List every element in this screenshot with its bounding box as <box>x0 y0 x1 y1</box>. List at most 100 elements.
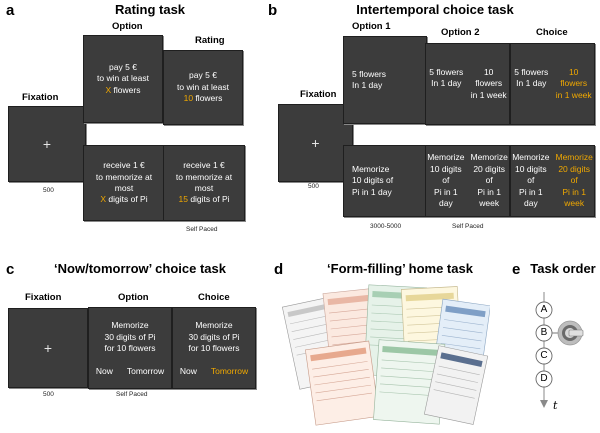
step-d-label: D <box>540 373 548 384</box>
fixation-cross: + <box>311 134 320 151</box>
tomorrow-chosen: Tomorrow <box>210 366 249 377</box>
screen-text: Memorize <box>470 152 508 163</box>
panel-a-option-screen-top: pay 5 € to win at least X flowers <box>83 35 163 123</box>
panel-b-fixation-label: Fixation <box>300 89 337 100</box>
panel-a-option-label: Option <box>112 21 143 32</box>
panel-a-time-rating: Self Paced <box>186 226 218 233</box>
screen-text: 10 digits of <box>515 163 547 186</box>
screen-text: Pi in 1 day <box>519 186 543 209</box>
screen-text: Pi in 1 day <box>434 186 458 209</box>
chosen-text: Memorize <box>555 152 593 163</box>
step-d-node <box>535 370 553 388</box>
now-option: Now <box>95 366 113 377</box>
screen-text: for 10 flowers <box>188 343 240 353</box>
step-c-label: C <box>540 350 548 361</box>
screen-text: Memorize <box>111 320 149 331</box>
screen-text: in 1 week <box>470 89 507 100</box>
screen-text: to win at least <box>177 81 229 92</box>
panel-a-fixation-screen: + <box>8 106 86 182</box>
panel-c-fixation-label: Fixation <box>25 292 62 303</box>
panel-b-option1-screen-bottom: Memorize 10 digits of Pi in 1 day <box>343 145 427 217</box>
chosen-text: 20 digits of <box>558 163 590 186</box>
screen-text: flowers <box>195 93 223 104</box>
highlight-value: X <box>100 194 107 205</box>
panel-b-choice-label: Choice <box>536 27 568 38</box>
screen-text: In 1 day <box>352 80 383 90</box>
panel-e-title: Task order <box>530 261 596 276</box>
chosen-text: in 1 week <box>555 89 592 100</box>
panel-c-title: ‘Now/tomorrow’ choice task <box>54 261 226 276</box>
screen-text: Memorize <box>352 163 390 174</box>
panel-c-fixation-screen: + <box>8 308 88 388</box>
panel-a-rating-screen-bottom: receive 1 € to memorize at most 15 digit… <box>163 145 245 221</box>
panel-a-title: Rating task <box>114 2 186 17</box>
panel-c-time-fixation: 500 <box>43 391 54 398</box>
screen-text: 5 flowers <box>352 68 387 79</box>
screen-text: 5 flowers <box>514 66 549 77</box>
timeline-arrow-icon <box>540 400 548 408</box>
screen-text: pay 5 € <box>189 70 217 81</box>
screen-text: Memorize <box>195 320 233 331</box>
step-a-label: A <box>540 304 548 315</box>
step-a-node <box>535 301 553 319</box>
panel-a-option-screen-bottom: receive 1 € to memorize at most X digits… <box>83 145 165 221</box>
panel-c-choice-label: Choice <box>198 292 230 303</box>
panel-b-letter: b <box>268 2 278 19</box>
screen-text: receive 1 € <box>103 160 145 171</box>
panel-b-fixation-screen: + <box>278 104 353 182</box>
panel-b-option1-label: Option 1 <box>352 21 391 32</box>
panel-c-option-screen: Memorize 30 digits of Pi for 10 flowers … <box>88 307 172 389</box>
step-b-label: B <box>540 327 548 338</box>
screen-text: to memorize at most <box>175 171 233 193</box>
panel-b-option2-label: Option 2 <box>441 27 480 38</box>
panel-c-choice-screen: Memorize 30 digits of Pi for 10 flowers … <box>172 307 256 389</box>
screen-text: digits of Pi <box>108 194 148 205</box>
panel-c-time-option: Self Paced <box>116 391 148 398</box>
highlight-value: 15 <box>178 194 188 205</box>
panel-d-title: ‘Form-filling’ home task <box>327 261 473 276</box>
time-axis-label: t <box>553 399 558 412</box>
screen-text: 30 digits of Pi <box>104 331 156 342</box>
screen-text: to memorize at most <box>95 171 153 193</box>
step-c-node <box>535 347 553 365</box>
screen-text: for 10 flowers <box>104 343 156 353</box>
screen-text: 10 flowers <box>475 66 503 89</box>
highlight-value: 10 <box>183 93 194 104</box>
panel-d-letter: d <box>274 261 284 278</box>
screen-text: In 1 day <box>431 78 462 89</box>
screen-text: receive 1 € <box>183 160 225 171</box>
task-order-diagram <box>535 292 584 408</box>
tomorrow-option: Tomorrow <box>126 366 165 377</box>
panel-a-rating-screen-top: pay 5 € to win at least 10 flowers <box>163 50 243 125</box>
screen-text: flowers <box>113 84 141 95</box>
panel-b-option1-screen-top: 5 flowers In 1 day <box>343 36 427 124</box>
screen-text: to win at least <box>97 73 149 84</box>
highlight-value: X <box>105 84 112 95</box>
screen-text: 20 digits of <box>473 163 505 186</box>
panel-a-rating-label: Rating <box>195 35 225 46</box>
panel-a-letter: a <box>6 2 15 19</box>
fixation-cross: + <box>42 135 52 152</box>
panel-b-time-choice: Self Paced <box>452 223 484 230</box>
screen-text: 10 digits of <box>430 163 462 186</box>
screen-text: Memorize <box>512 152 550 163</box>
target-icon <box>552 320 584 346</box>
form-document <box>305 340 380 426</box>
fixation-cross: + <box>43 339 53 356</box>
panel-c-option-label: Option <box>118 292 149 303</box>
now-option: Now <box>179 366 197 377</box>
panel-b-time-option: 3000-5000 <box>370 223 402 230</box>
screen-text: digits of Pi <box>190 194 230 205</box>
form-documents-illustration <box>281 284 490 426</box>
screen-text: Pi in 1 day <box>352 186 392 197</box>
panel-b-time-fixation: 500 <box>308 183 319 190</box>
screen-text: pay 5 € <box>109 61 137 72</box>
screen-text: 30 digits of Pi <box>188 331 240 342</box>
form-document <box>423 345 489 425</box>
screen-text: Memorize <box>427 152 465 163</box>
screen-text: 5 flowers <box>429 66 464 77</box>
